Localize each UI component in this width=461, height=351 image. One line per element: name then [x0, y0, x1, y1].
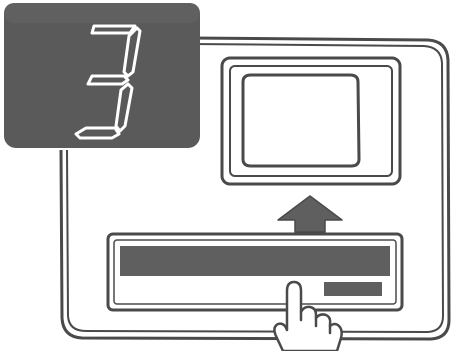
eject-button [324, 282, 382, 296]
step-badge: 3 [4, 3, 200, 148]
up-arrow-icon [278, 196, 342, 232]
monitor-icon [222, 58, 400, 184]
disk-drive-icon [108, 234, 402, 310]
disk-slot [120, 246, 390, 276]
